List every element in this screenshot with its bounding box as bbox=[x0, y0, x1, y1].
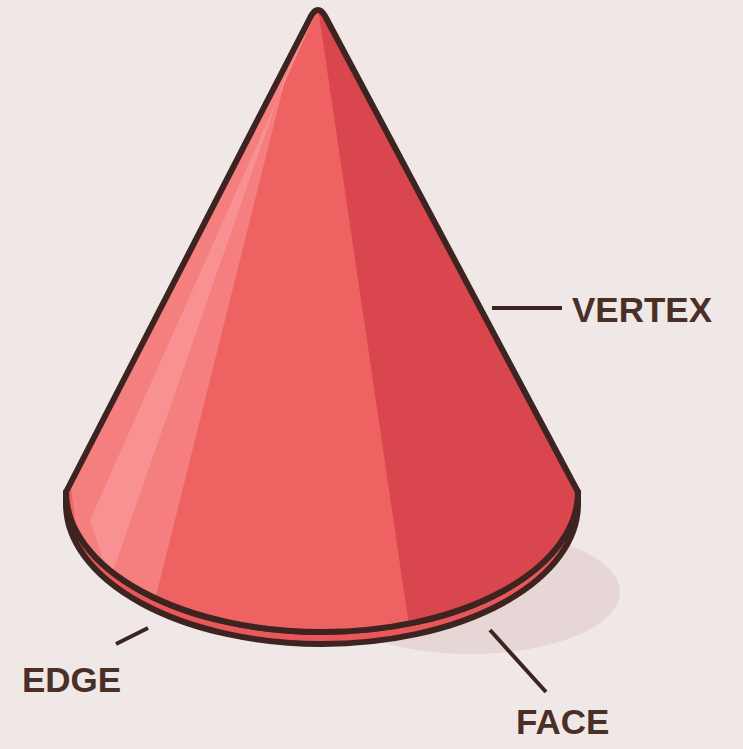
part-label: EDGE bbox=[22, 662, 121, 697]
leader-line bbox=[490, 630, 546, 692]
part-label: VERTEX bbox=[572, 292, 712, 327]
part-label: FACE bbox=[516, 704, 609, 739]
leader-line bbox=[116, 628, 148, 644]
cone-outline bbox=[66, 10, 578, 632]
leader-line bbox=[492, 306, 562, 310]
